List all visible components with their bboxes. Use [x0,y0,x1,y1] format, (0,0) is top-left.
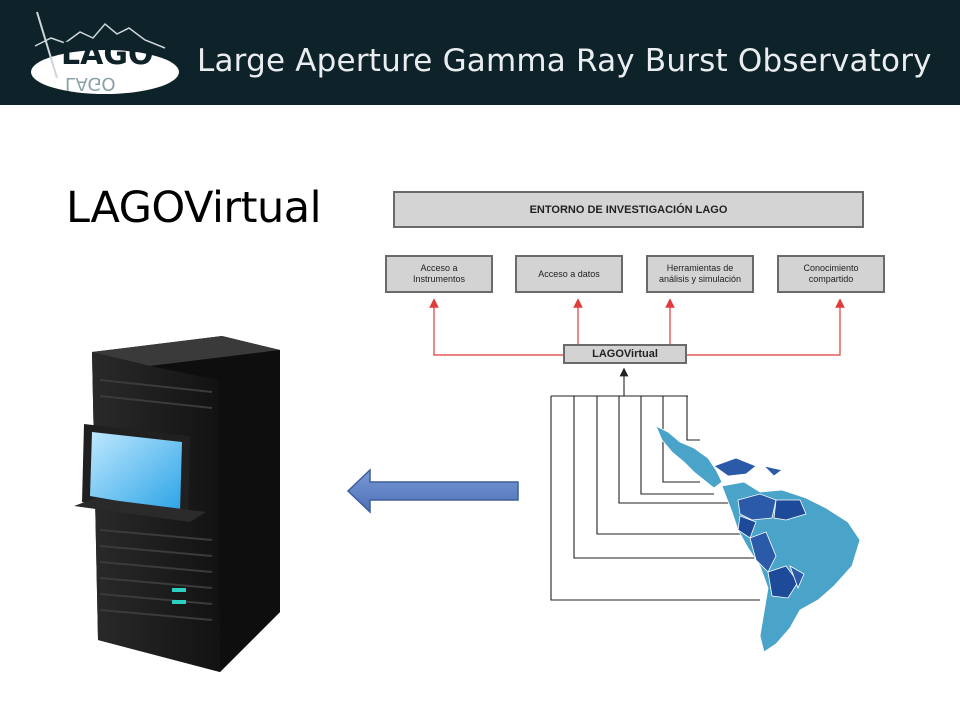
lagovirtual-hub-box: LAGOVirtual [563,344,687,364]
service-box-data: Acceso a datos [515,255,623,293]
slide-title: LAGOVirtual [66,183,322,233]
svg-text:LAGO: LAGO [61,37,153,72]
service-connectors [429,298,845,356]
lago-logo: LAGO LAGO [31,11,179,94]
country-connectors [550,367,765,601]
service-box-instruments: Acceso a Instrumentos [385,255,493,293]
research-environment-box: ENTORNO DE INVESTIGACIÓN LAGO [393,191,864,228]
left-arrow [346,468,519,514]
service-box-knowledge: Conocimiento compartido [777,255,885,293]
header-title: Large Aperture Gamma Ray Burst Observato… [197,43,932,79]
service-box-tools: Herramientas de análisis y simulación [646,255,754,293]
svg-text:LAGO: LAGO [65,73,116,94]
server-rack-image [74,336,280,672]
latin-america-map [655,425,861,653]
header-bar: LAGO LAGO Large Aperture Gamma Ray Burst… [0,0,960,105]
